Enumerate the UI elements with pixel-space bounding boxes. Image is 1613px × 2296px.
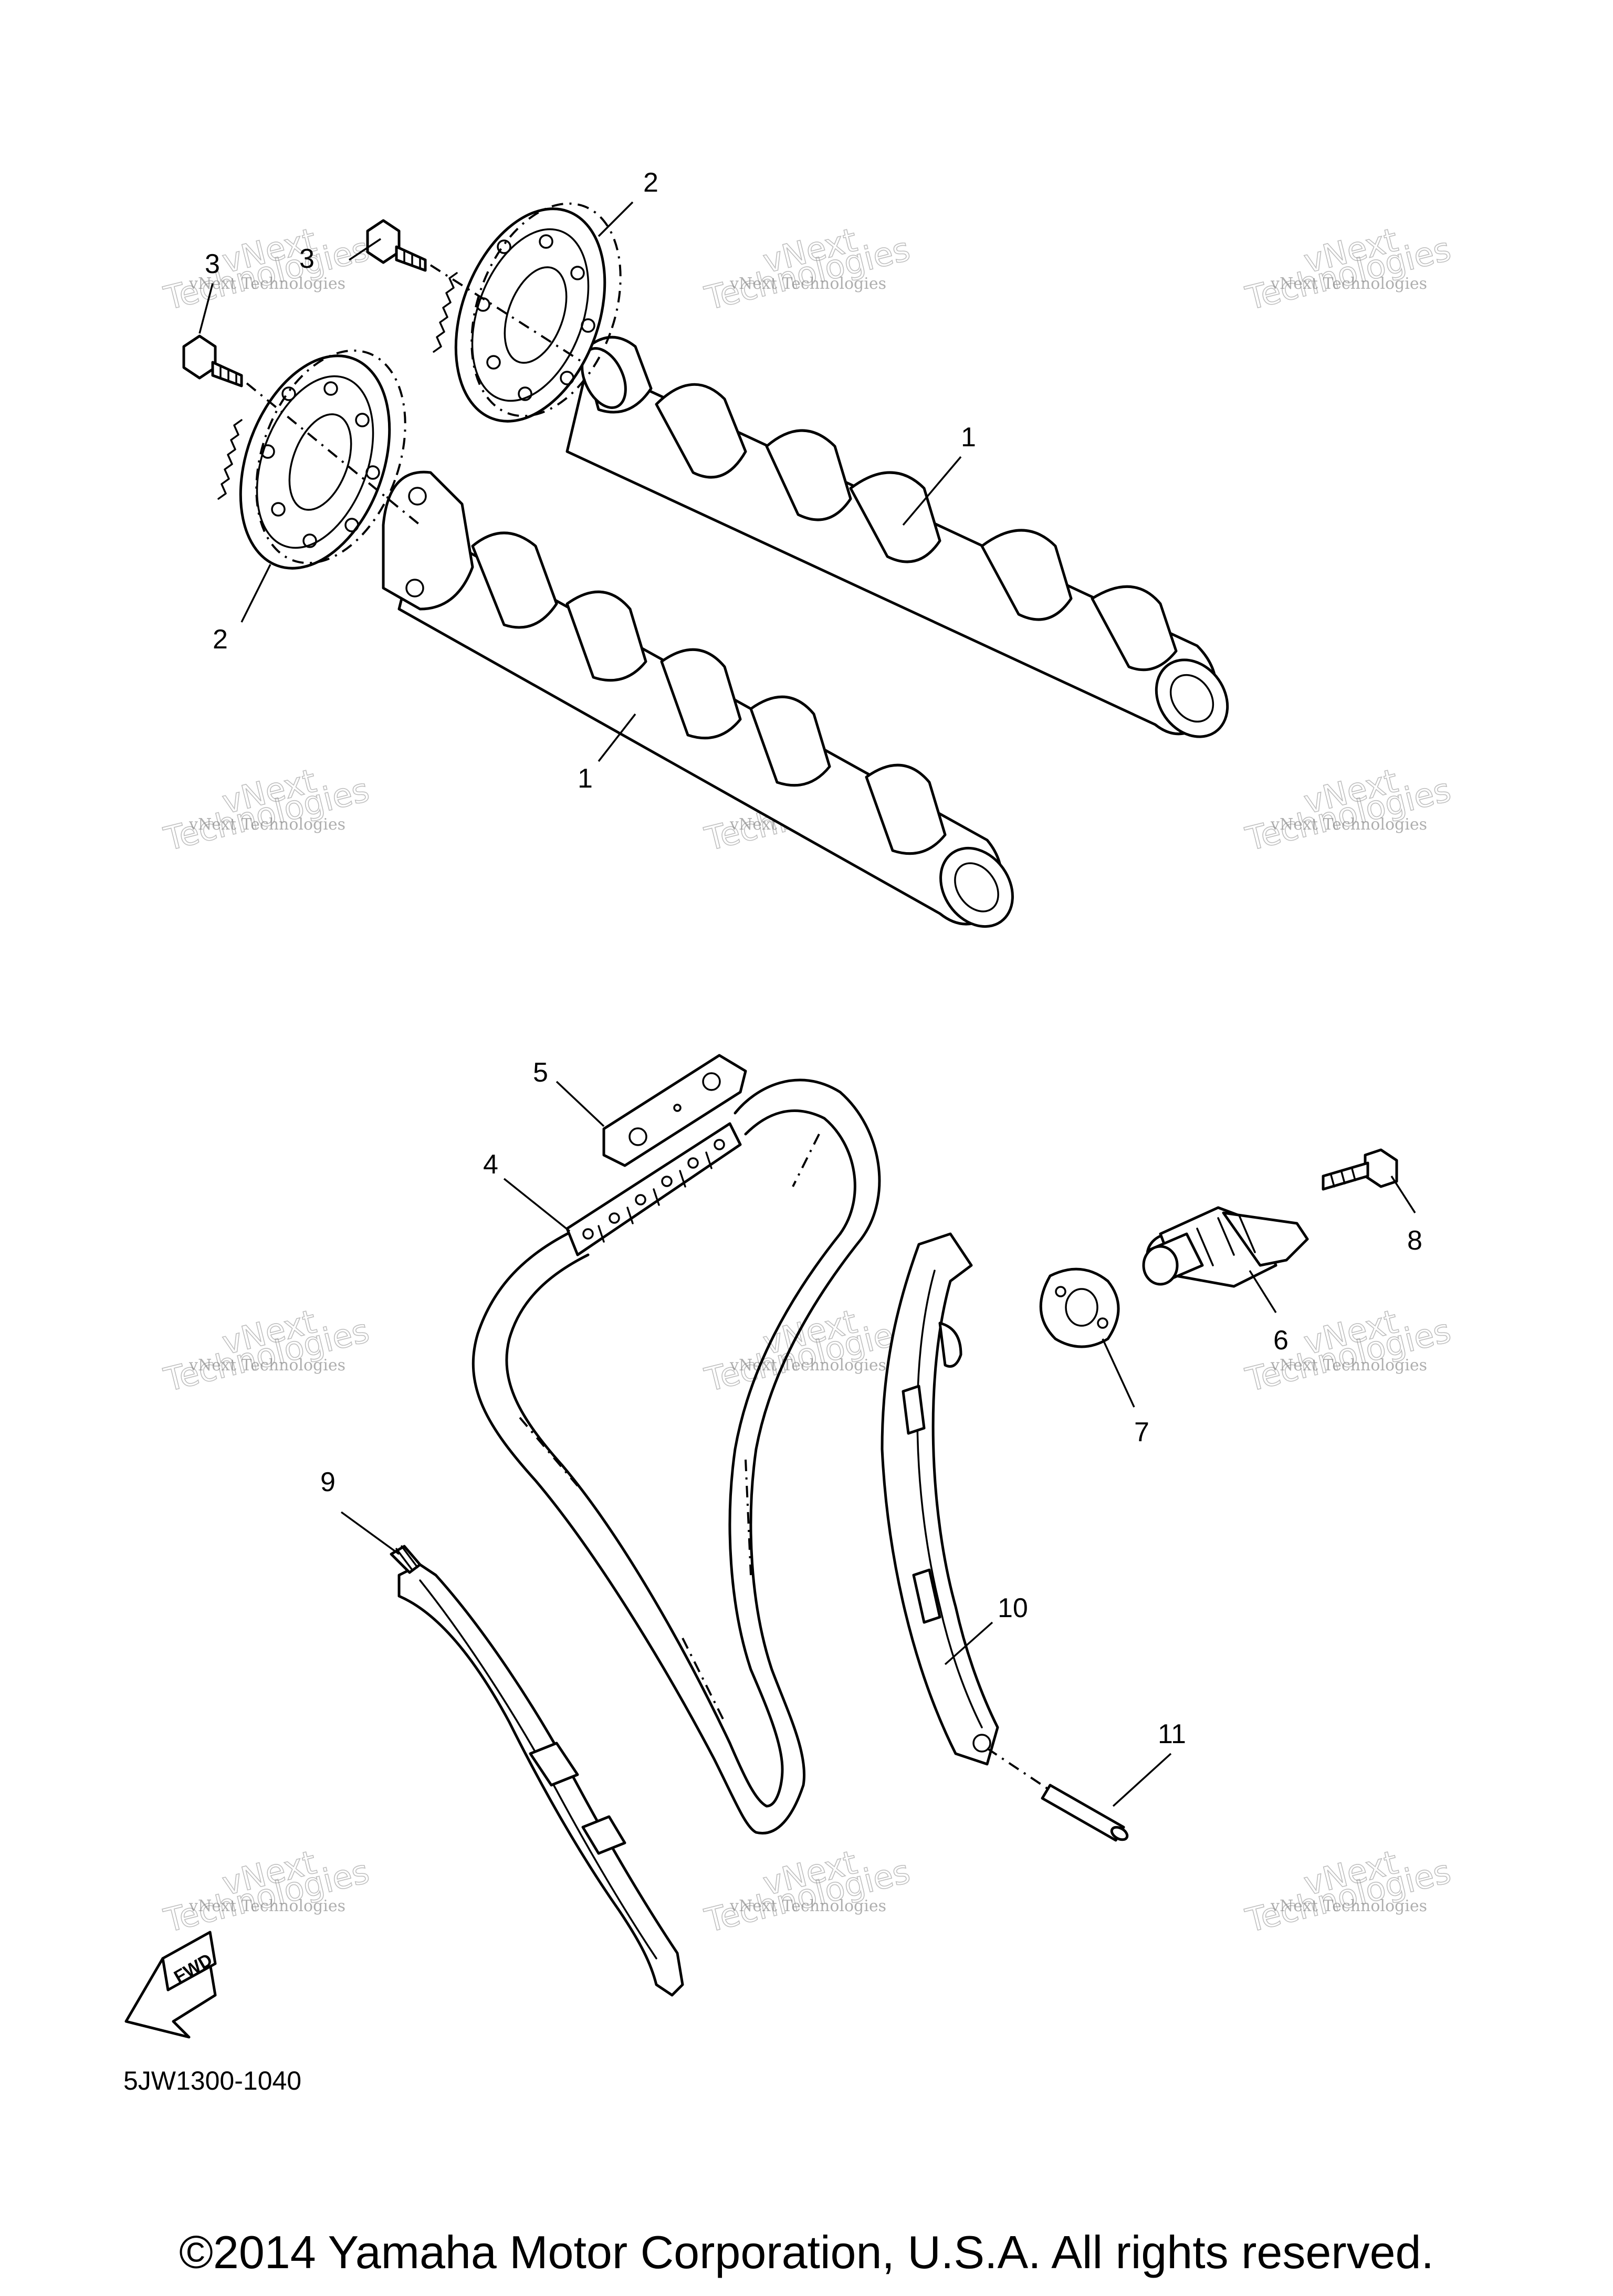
watermark-12: vNext Technologies vNext Technologies [1241, 1842, 1455, 1940]
callout-3-top-left: 3 [205, 249, 220, 279]
watermark-small: vNext Technologies [188, 275, 345, 293]
callout-2-top: 2 [643, 167, 658, 198]
callout-1-top: 1 [961, 422, 976, 453]
watermark-11: vNext Technologies vNext Technologies [700, 1842, 914, 1940]
watermark-2: vNext Technologies vNext Technologies [700, 220, 914, 318]
watermark-3: vNext Technologies vNext Technologies [1241, 220, 1455, 318]
sprocket-bolt-upper [366, 219, 427, 272]
tensioner-bolt [1322, 1148, 1398, 1191]
camshaft-lower [382, 470, 1014, 928]
callout-10: 10 [998, 1593, 1028, 1623]
diagram-code: 5JW1300-1040 [123, 2066, 301, 2095]
sprocket-bolt-lower [182, 334, 243, 387]
watermark-small: vNext Technologies [188, 815, 345, 834]
chain-tensioner [1142, 1206, 1309, 1288]
cam-sprocket-upper [433, 202, 622, 423]
tensioner-gasket [1039, 1267, 1120, 1348]
watermark-7: vNext Technologies vNext Technologies [160, 1302, 373, 1399]
watermark-small: vNext Technologies [1270, 275, 1427, 293]
watermark-small: vNext Technologies [729, 1897, 886, 1915]
callout-8: 8 [1407, 1225, 1422, 1256]
callout-9: 9 [320, 1467, 336, 1497]
watermark-small: vNext Technologies [729, 275, 886, 293]
watermark-small: vNext Technologies [729, 1356, 886, 1375]
callout-5: 5 [533, 1057, 548, 1088]
watermark-small: vNext Technologies [188, 1897, 345, 1915]
fwd-arrow-icon: FWD [124, 1931, 217, 2039]
callout-1-bottom: 1 [578, 763, 593, 794]
callout-2-bottom: 2 [213, 624, 228, 655]
copyright-notice: ©2014 Yamaha Motor Corporation, U.S.A. A… [179, 2226, 1434, 2278]
callout-4: 4 [483, 1149, 498, 1180]
watermark-small: vNext Technologies [1270, 815, 1427, 834]
watermark-small: vNext Technologies [1270, 1356, 1427, 1375]
callout-11: 11 [1158, 1719, 1186, 1749]
watermark-small: vNext Technologies [1270, 1897, 1427, 1915]
watermark-6: vNext Technologies vNext Technologies [1241, 761, 1455, 858]
watermark-1: vNext Technologies vNext Technologies [160, 220, 373, 318]
leader-lines [198, 201, 1416, 1807]
chain-guide-side [390, 1545, 684, 1997]
tensioner-guide [881, 1232, 999, 1766]
watermark-small: vNext Technologies [188, 1356, 345, 1375]
cam-sprocket-lower [217, 349, 406, 570]
callout-3-top-right: 3 [299, 244, 315, 274]
guide-pin [986, 1747, 1129, 1842]
callout-7: 7 [1134, 1417, 1149, 1448]
callout-6: 6 [1273, 1325, 1289, 1356]
cam-chain [472, 1078, 881, 1834]
watermark-4: vNext Technologies vNext Technologies [160, 761, 373, 858]
camshaft-upper [565, 336, 1229, 738]
chain-links [565, 1122, 742, 1256]
watermark-10: vNext Technologies vNext Technologies [160, 1842, 373, 1940]
chain-guide-top [602, 1054, 747, 1167]
